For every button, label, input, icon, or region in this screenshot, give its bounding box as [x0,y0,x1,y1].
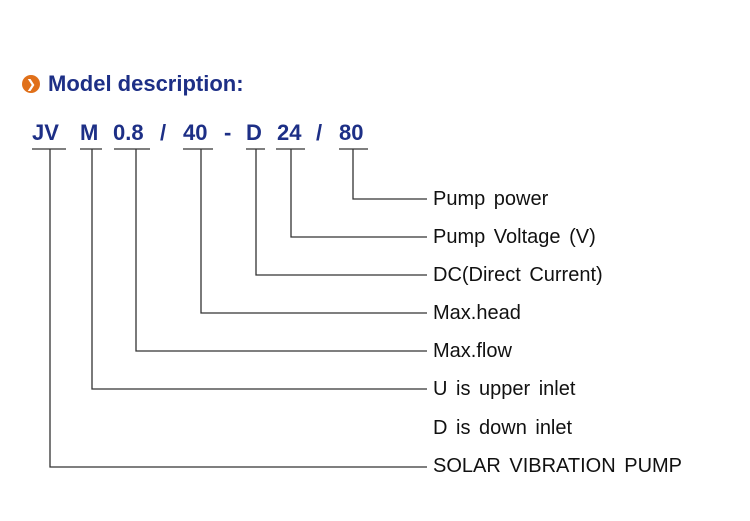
leader-head [200,149,427,314]
code-dc: D [246,120,262,145]
desc-upper-inlet: U is upper inlet [433,378,576,400]
code-jv: JV [32,120,59,145]
leader-pump [49,149,427,468]
desc-solar-pump: SOLAR VIBRATION PUMP [433,455,683,477]
code-m: M [80,120,99,145]
leader-power [352,149,427,200]
leader-flow [135,149,427,352]
section-heading: ❯ Model description: [22,70,244,98]
leader-inlet [91,149,427,390]
heading-title: Model description: [48,71,244,96]
desc-down-inlet: D is down inlet [433,417,573,439]
code-flow: 0.8 [113,120,144,145]
desc-dc: DC(Direct Current) [433,264,603,286]
code-slash-2: / [316,120,323,145]
desc-pump-voltage: Pump Voltage (V) [433,226,596,248]
code-voltage: 24 [277,120,302,145]
chevron-right-icon: ❯ [22,75,40,93]
code-slash-1: / [160,120,167,145]
leader-dc [255,149,427,276]
desc-max-head: Max.head [433,302,521,324]
code-head: 40 [183,120,208,145]
desc-max-flow: Max.flow [433,340,512,362]
desc-pump-power: Pump power [433,188,549,210]
leader-voltage [290,149,427,238]
code-dash: - [224,120,232,145]
code-power: 80 [339,120,364,145]
